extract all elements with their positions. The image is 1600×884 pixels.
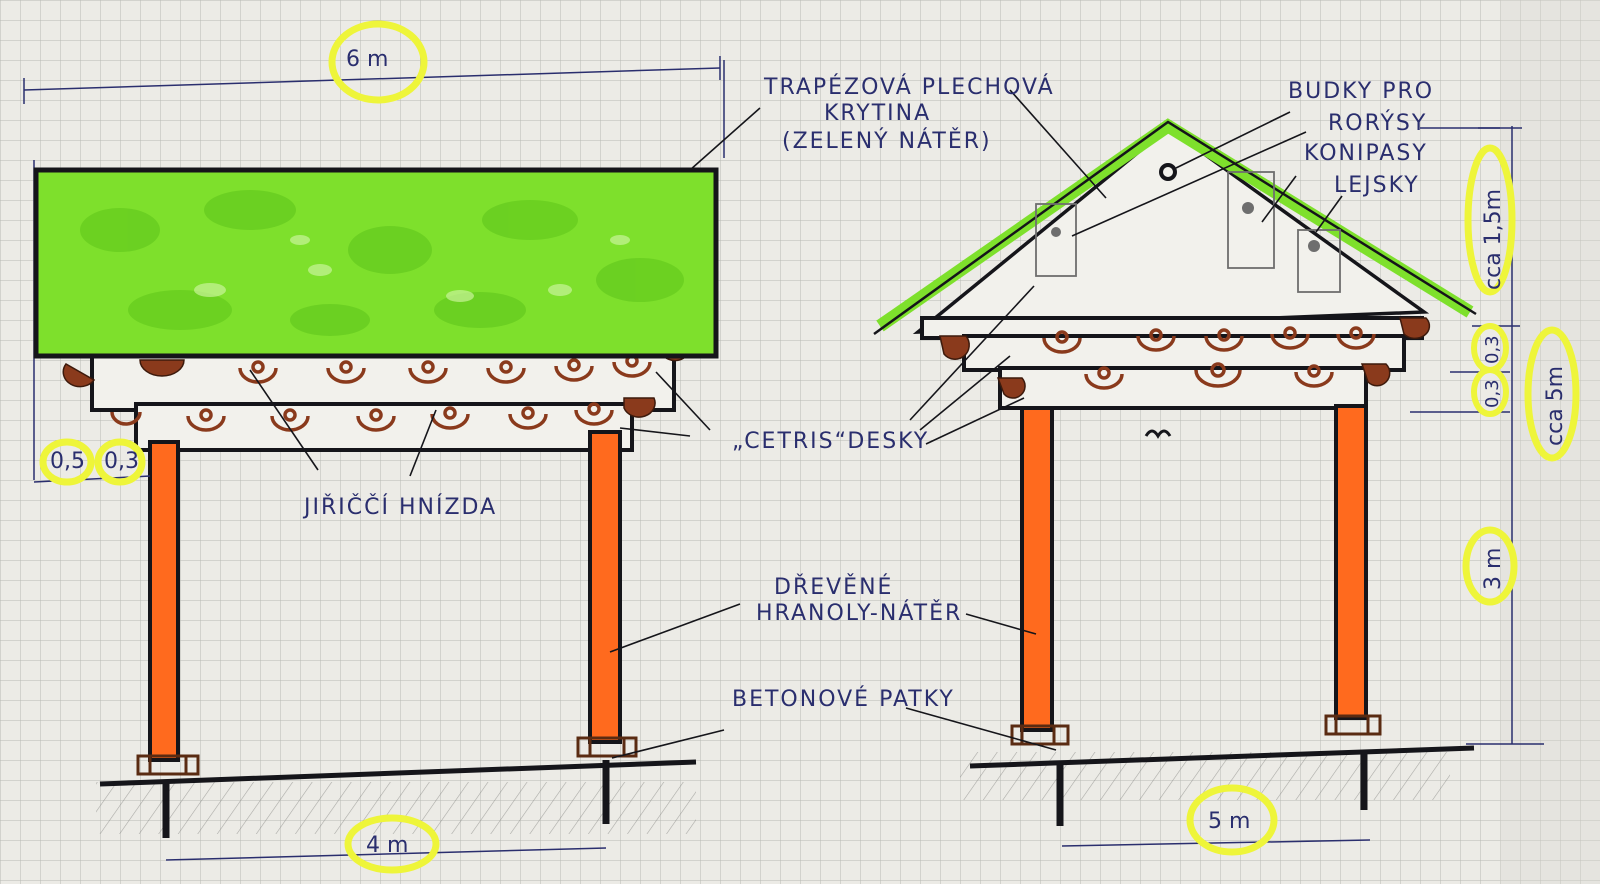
side-post-left: [1020, 406, 1054, 732]
swift-boxes-line-1: BUDKY PRO: [1288, 79, 1434, 104]
highlight-total-height: [1524, 326, 1580, 462]
side-view: 5 m cca 1,5m 0,3 0,3 cca 5m 3 m: [873, 89, 1580, 856]
leaders-side: [905, 89, 1343, 751]
side-post-right: [1334, 404, 1368, 720]
total-height-value: cca 5m: [1543, 366, 1568, 446]
front-post-right: [588, 430, 622, 744]
highlight-overhang-1: [39, 438, 95, 486]
cetris-boards-label: „CETRIS“DESKY: [732, 429, 929, 454]
roof-covering-line-3: (ZELENÝ NÁTĚR): [782, 128, 992, 154]
post-spacing-value: 4 m: [366, 833, 408, 858]
concrete-footings-label: BETONOVÉ PATKY: [732, 686, 955, 712]
fascia-middle-side: [962, 334, 1406, 372]
roof-texture: [80, 190, 684, 336]
highlight-fascia-2: [1471, 367, 1509, 417]
highlight-front-width: [328, 20, 428, 104]
ground-hatch-front: [96, 782, 696, 834]
footings-side: [1056, 752, 1368, 826]
annotation-labels: TRAPÉZOVÁ PLECHOVÁ KRYTINA (ZELENÝ NÁTĚR…: [302, 74, 1434, 712]
side-spacing-dimension: [1061, 839, 1371, 847]
ground-line-front: [99, 759, 697, 787]
swift-boxes-line-2: RORÝSY: [1328, 110, 1427, 136]
small-mark: [1144, 429, 1172, 439]
fascia-upper-front: [90, 348, 676, 412]
front-view: 6 m: [23, 20, 761, 874]
martin-nests-side: [1042, 326, 1376, 390]
wooden-posts-line-2: HRANOLY-NÁTĚR: [756, 600, 962, 626]
martin-nests-label: JIŘIČČÍ HNÍZDA: [302, 494, 497, 520]
post-spacing-dimension: [165, 847, 607, 861]
leaders-front: [249, 107, 761, 759]
roof-covering-line-2: KRYTINA: [824, 101, 931, 126]
post-height-value: 3 m: [1481, 548, 1506, 590]
post-brackets-front: [136, 736, 638, 776]
overhang-2-value: 0,3: [104, 449, 139, 474]
flycatcher-label: LEJSKY: [1334, 173, 1420, 198]
overhang-1-value: 0,5: [50, 449, 85, 474]
front-post-left: [148, 440, 180, 762]
roof-highlights: [194, 235, 630, 302]
corner-nests-side: [939, 317, 1431, 399]
redstart-label: KONIPASY: [1304, 141, 1428, 166]
front-width-value: 6 m: [346, 47, 388, 72]
fascia-2-value: 0,3: [1482, 379, 1503, 408]
highlight-post-height: [1462, 526, 1518, 606]
fascia-lower-side: [998, 366, 1368, 410]
bird-boxes: [1035, 171, 1341, 293]
highlight-side-spacing: [1186, 784, 1278, 856]
highlight-gable-height: [1464, 144, 1516, 296]
ground-line-side: [969, 745, 1475, 769]
martin-nests-front: [110, 354, 652, 432]
bird-box-holes: [1051, 202, 1320, 252]
roof-covering-line-1: TRAPÉZOVÁ PLECHOVÁ: [763, 74, 1055, 100]
footings-front: [162, 760, 610, 838]
side-roof-outline: [873, 120, 1477, 336]
swift-entrance: [1159, 163, 1177, 181]
gable-height-value: cca 1,5m: [1481, 189, 1506, 290]
highlight-overhang-2: [94, 438, 146, 486]
fascia-1-value: 0,3: [1482, 335, 1503, 364]
wooden-posts-line-1: DŘEVĚNÉ: [774, 574, 893, 600]
highlight-post-spacing: [344, 814, 440, 874]
paper-shadow: [1500, 0, 1600, 884]
side-spacing-value: 5 m: [1208, 809, 1250, 834]
